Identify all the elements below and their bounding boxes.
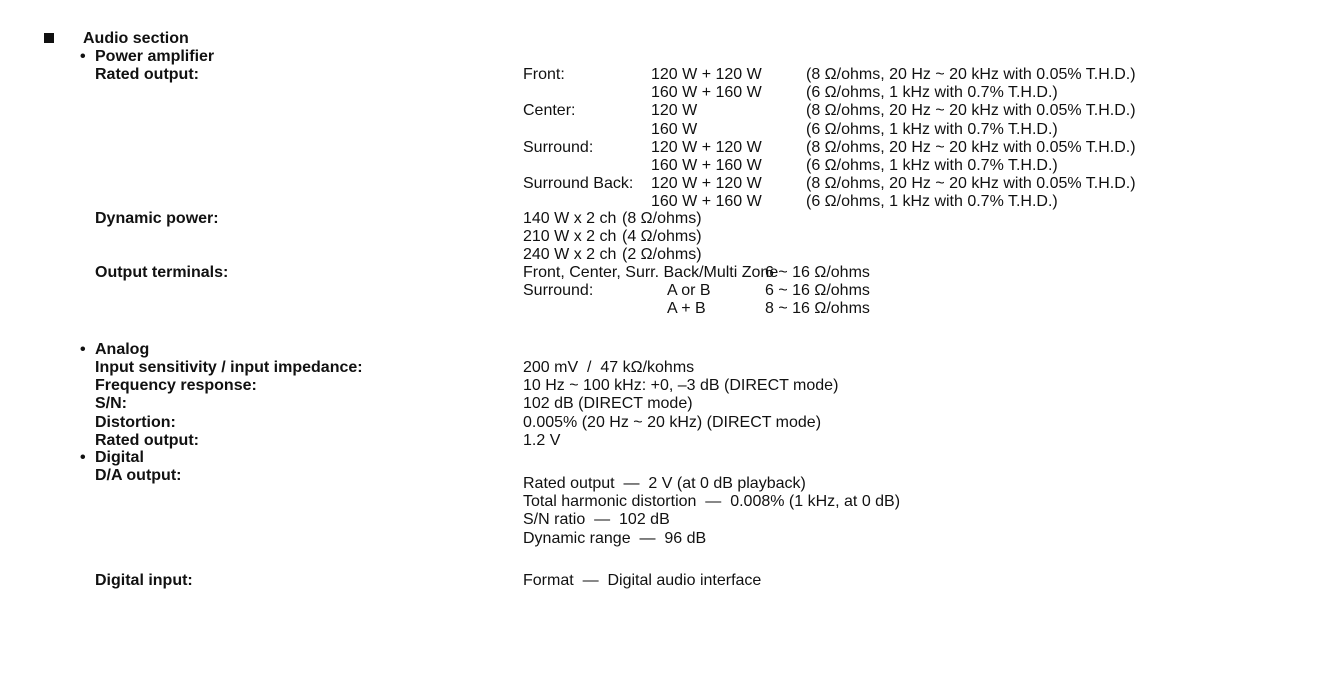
condition-value: (6 Ω/ohms, 1 kHz with 0.7% T.H.D.) bbox=[806, 120, 1058, 138]
square-bullet-icon bbox=[44, 33, 54, 43]
condition-value: (8 Ω/ohms, 20 Hz ~ 20 kHz with 0.05% T.H… bbox=[806, 66, 1136, 83]
bullet-icon: • bbox=[80, 341, 86, 358]
spec-value: 10 Hz ~ 100 kHz: +0, –3 dB (DIRECT mode) bbox=[523, 377, 839, 395]
power-value: 120 W + 120 W bbox=[651, 66, 762, 83]
spec-value: 1.2 V bbox=[523, 431, 561, 449]
terminal-name: Surround: bbox=[523, 282, 594, 300]
bullet-icon: • bbox=[80, 449, 86, 466]
load-value: (8 Ω/ohms) bbox=[622, 210, 702, 227]
power-value: 120 W + 120 W bbox=[651, 138, 762, 156]
analog-heading: Analog bbox=[95, 341, 150, 358]
terminal-mode: A or B bbox=[667, 282, 711, 300]
spec-label: Distortion: bbox=[95, 413, 176, 431]
spec-value: 200 mV / 47 kΩ/kohms bbox=[523, 359, 695, 376]
power-value: 210 W x 2 ch bbox=[523, 228, 617, 246]
spec-value: 102 dB (DIRECT mode) bbox=[523, 395, 693, 413]
da-output-value: Total harmonic distortion — 0.008% (1 kH… bbox=[523, 493, 901, 511]
channel-label: Surround Back: bbox=[523, 175, 634, 193]
power-value: 160 W + 160 W bbox=[651, 157, 762, 174]
condition-value: (8 Ω/ohms, 20 Hz ~ 20 kHz with 0.05% T.H… bbox=[806, 175, 1136, 193]
digital-heading: Digital bbox=[95, 449, 144, 466]
channel-label: Front: bbox=[523, 66, 565, 83]
power-value: 120 W bbox=[651, 102, 698, 120]
bullet-icon: • bbox=[80, 48, 86, 65]
power-value: 140 W x 2 ch bbox=[523, 210, 617, 227]
condition-value: (8 Ω/ohms, 20 Hz ~ 20 kHz with 0.05% T.H… bbox=[806, 138, 1136, 156]
condition-value: (8 Ω/ohms, 20 Hz ~ 20 kHz with 0.05% T.H… bbox=[806, 102, 1136, 120]
spec-label: Input sensitivity / input impedance: bbox=[95, 359, 363, 376]
condition-value: (6 Ω/ohms, 1 kHz with 0.7% T.H.D.) bbox=[806, 193, 1058, 211]
spec-label: S/N: bbox=[95, 395, 127, 413]
terminal-name: Front, Center, Surr. Back/Multi Zone bbox=[523, 264, 779, 281]
power-value: 160 W + 160 W bbox=[651, 193, 762, 211]
dynamic-power-label: Dynamic power: bbox=[95, 210, 219, 227]
spec-value: 0.005% (20 Hz ~ 20 kHz) (DIRECT mode) bbox=[523, 413, 822, 431]
spec-label: Rated output: bbox=[95, 431, 199, 449]
da-output-value: Dynamic range — 96 dB bbox=[523, 529, 707, 547]
power-value: 240 W x 2 ch bbox=[523, 246, 617, 264]
impedance-value: 8 ~ 16 Ω/ohms bbox=[765, 300, 870, 318]
load-value: (4 Ω/ohms) bbox=[622, 228, 702, 246]
power-value: 160 W bbox=[651, 120, 698, 138]
impedance-value: 6 ~ 16 Ω/ohms bbox=[765, 282, 870, 300]
channel-label: Surround: bbox=[523, 138, 594, 156]
load-value: (2 Ω/ohms) bbox=[622, 246, 702, 264]
da-output-value: Rated output — 2 V (at 0 dB playback) bbox=[523, 475, 806, 492]
da-output-value: S/N ratio — 102 dB bbox=[523, 511, 670, 529]
power-value: 160 W + 160 W bbox=[651, 84, 762, 102]
output-terminals-label: Output terminals: bbox=[95, 264, 229, 281]
power-amplifier-heading: Power amplifier bbox=[95, 48, 215, 65]
impedance-value: 6 ~ 16 Ω/ohms bbox=[765, 264, 870, 281]
da-output-label: D/A output: bbox=[95, 467, 182, 484]
spec-label: Frequency response: bbox=[95, 377, 257, 395]
section-title: Audio section bbox=[83, 30, 189, 47]
condition-value: (6 Ω/ohms, 1 kHz with 0.7% T.H.D.) bbox=[806, 84, 1058, 102]
channel-label: Center: bbox=[523, 102, 576, 120]
digital-input-label: Digital input: bbox=[95, 572, 193, 589]
power-value: 120 W + 120 W bbox=[651, 175, 762, 193]
condition-value: (6 Ω/ohms, 1 kHz with 0.7% T.H.D.) bbox=[806, 157, 1058, 174]
digital-input-value: Format — Digital audio interface bbox=[523, 572, 762, 589]
terminal-mode: A + B bbox=[667, 300, 706, 318]
rated-output-label: Rated output: bbox=[95, 66, 199, 83]
